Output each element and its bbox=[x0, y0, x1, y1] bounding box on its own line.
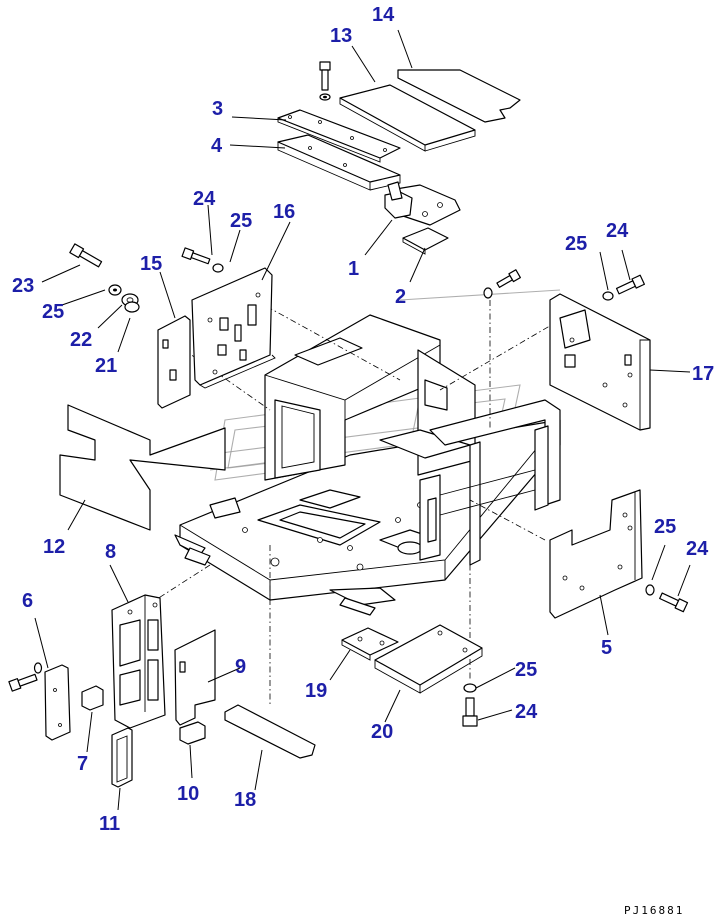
part-15-side-plate bbox=[157, 315, 191, 409]
callout-13: 13 bbox=[330, 25, 352, 47]
callout-21: 21 bbox=[95, 355, 117, 377]
part-19-plate bbox=[341, 627, 399, 661]
callout-22: 22 bbox=[70, 329, 92, 351]
part-1-bracket bbox=[384, 181, 461, 226]
part-5-bracket bbox=[549, 489, 643, 619]
callout-1: 1 bbox=[348, 258, 359, 280]
callout-5: 5 bbox=[601, 637, 612, 659]
callout-19: 19 bbox=[305, 680, 327, 702]
part-16-panel bbox=[191, 267, 276, 389]
fasteners-right-lower bbox=[645, 584, 689, 613]
part-11-grille bbox=[111, 727, 133, 788]
part-12-sheet bbox=[59, 404, 226, 531]
fasteners-left bbox=[69, 243, 224, 313]
callout-10: 10 bbox=[177, 783, 199, 805]
part-9-panel bbox=[174, 629, 216, 726]
callout-4: 4 bbox=[211, 135, 223, 157]
part-7-pad bbox=[81, 685, 104, 711]
callout-labels: 14 13 3 4 24 25 16 1 2 23 15 25 22 21 25… bbox=[12, 4, 714, 835]
callout-24-right-lower: 24 bbox=[686, 538, 709, 560]
callout-16: 16 bbox=[273, 201, 295, 223]
part-8-box bbox=[111, 594, 166, 729]
part-10-pad bbox=[179, 721, 206, 745]
part-6-cover bbox=[44, 664, 71, 741]
part-13-mat bbox=[339, 84, 476, 152]
callout-3: 3 bbox=[212, 98, 223, 120]
part-2-pad bbox=[402, 227, 449, 255]
callout-25-left: 25 bbox=[42, 301, 64, 323]
callout-23: 23 bbox=[12, 275, 34, 297]
callout-17: 17 bbox=[692, 363, 714, 385]
part-4-plate bbox=[277, 134, 401, 191]
part-17-panel bbox=[549, 293, 651, 431]
callout-25-bottom-center: 25 bbox=[515, 659, 537, 681]
callout-7: 7 bbox=[77, 753, 88, 775]
bolt-part-6 bbox=[8, 662, 43, 692]
drawing-code: PJ16881 bbox=[624, 904, 684, 917]
part-18-strip bbox=[224, 704, 316, 759]
callout-24-bottom-center: 24 bbox=[515, 701, 538, 723]
callout-24-top-left: 24 bbox=[193, 188, 216, 210]
callout-25-right-lower: 25 bbox=[654, 516, 676, 538]
callout-11: 11 bbox=[99, 813, 120, 835]
leader-lines bbox=[34, 29, 691, 811]
main-frame bbox=[174, 314, 561, 616]
callout-25-top-left: 25 bbox=[230, 210, 252, 232]
callout-12: 12 bbox=[43, 536, 65, 558]
callout-15: 15 bbox=[140, 253, 162, 275]
callout-9: 9 bbox=[235, 656, 246, 678]
callout-20: 20 bbox=[371, 721, 393, 743]
callout-14: 14 bbox=[372, 4, 395, 26]
callout-2: 2 bbox=[395, 286, 406, 308]
fasteners-bottom-center bbox=[462, 683, 478, 727]
callout-8: 8 bbox=[105, 541, 116, 563]
callout-24-right-top: 24 bbox=[606, 220, 629, 242]
part-20-plate bbox=[374, 624, 483, 694]
callout-25-right-top: 25 bbox=[565, 233, 587, 255]
bolt-top bbox=[319, 61, 331, 101]
fasteners-right-top bbox=[483, 269, 645, 301]
part-14-mat bbox=[397, 69, 521, 123]
callout-6: 6 bbox=[22, 590, 33, 612]
callout-18: 18 bbox=[234, 789, 256, 811]
